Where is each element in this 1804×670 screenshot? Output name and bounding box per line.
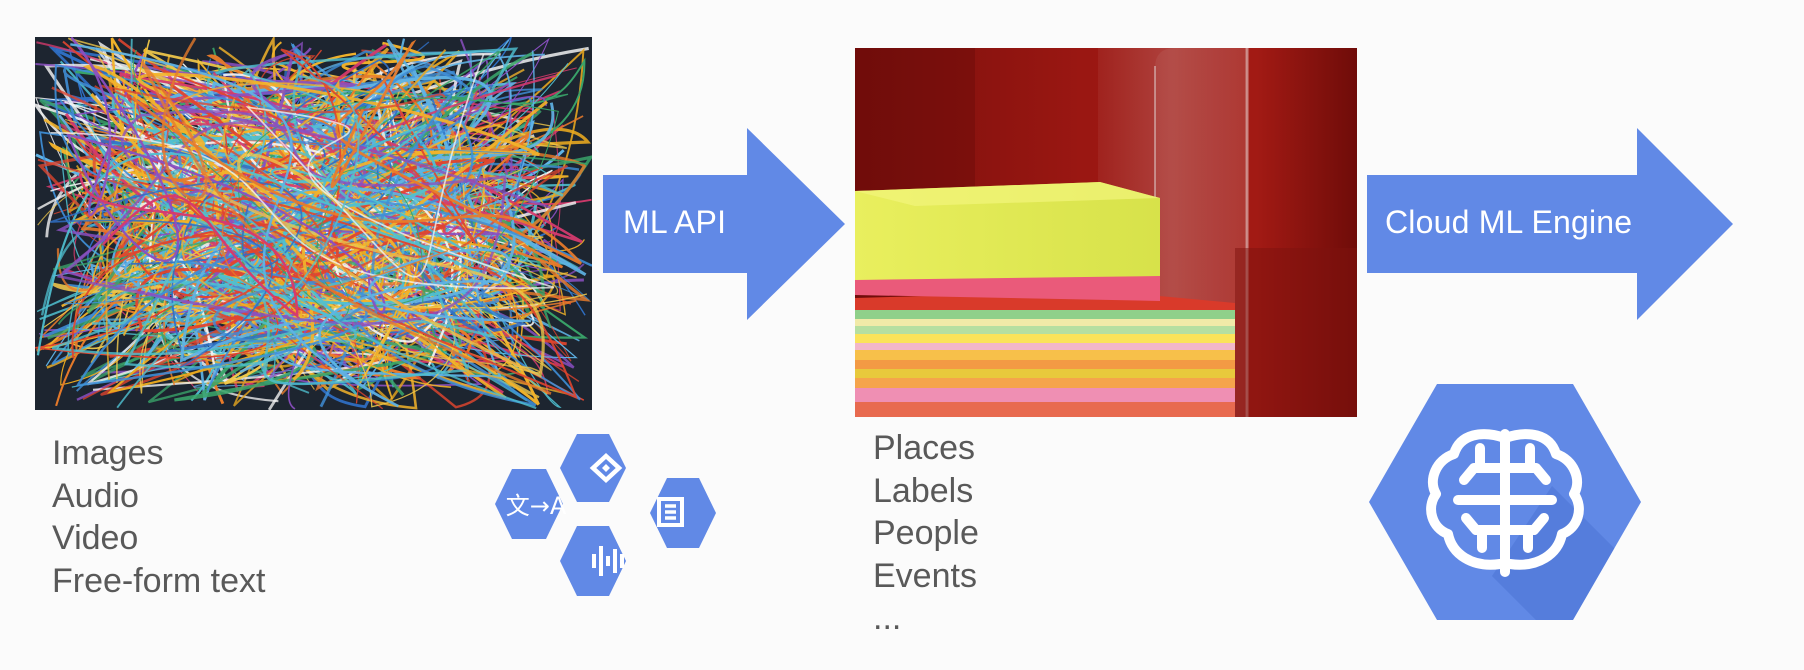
list-item: Audio: [52, 476, 139, 515]
ml-api-label: ML API: [623, 204, 727, 240]
outputs-list: Places Labels People Events ...: [873, 427, 979, 640]
ml-engine-icon: [1362, 376, 1648, 628]
list-item: Free-form text: [52, 561, 266, 600]
list-item: Video: [52, 519, 139, 557]
wire-strand: [221, 172, 449, 300]
wire-strand: [82, 64, 548, 381]
wire-strand: [78, 173, 299, 319]
ml-api-arrow: ML API: [603, 128, 845, 320]
wires-image: [35, 37, 592, 410]
wire-strand: [71, 48, 476, 359]
list-item: Labels: [873, 471, 974, 510]
list-item: Events: [873, 556, 977, 595]
ml-api-icons: 文→A: [488, 430, 728, 602]
wire-strand: [218, 123, 455, 324]
wire-strand: [37, 84, 568, 270]
wire-strand: [136, 51, 374, 289]
wire-strand: [122, 79, 501, 337]
wires-photo: [35, 37, 592, 410]
wire-strand: [202, 153, 545, 378]
vision-icon: [560, 434, 626, 502]
wire-strand: [36, 123, 507, 356]
cloud-ml-engine-arrow: Cloud ML Engine: [1367, 128, 1733, 320]
wire-strand: [187, 197, 578, 400]
list-item: Images: [52, 434, 164, 472]
wire-strand: [105, 82, 568, 395]
speech-icon: [560, 526, 626, 596]
translate-glyph: 文→A: [506, 492, 567, 520]
paper-image: [855, 48, 1357, 417]
list-item: People: [873, 514, 979, 552]
translate-icon: 文→A: [495, 469, 567, 539]
list-item: ...: [873, 599, 902, 637]
wire-strand: [203, 75, 537, 410]
paper-photo: [855, 48, 1357, 417]
brain-icon: [1426, 429, 1584, 577]
list-item: Places: [873, 429, 976, 467]
natural-language-icon: [650, 478, 716, 548]
inputs-list: Images Audio Video Free-form text: [52, 432, 265, 602]
wire-strand: [179, 102, 587, 363]
wire-strand: [50, 53, 555, 289]
wire-strand: [140, 37, 552, 395]
cloud-ml-engine-label: Cloud ML Engine: [1385, 204, 1633, 240]
